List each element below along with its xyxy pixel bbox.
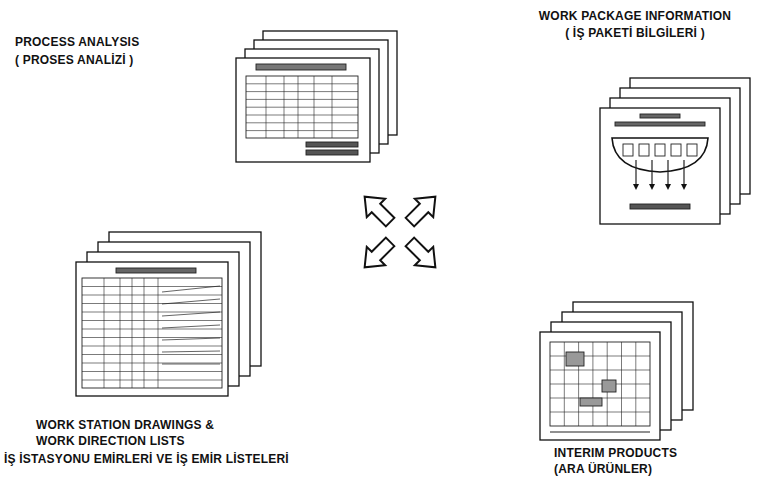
sheet-line (550, 356, 650, 357)
sheet-box (602, 380, 616, 392)
sheet-line (550, 384, 650, 385)
sheet-line (246, 99, 358, 100)
sheet-line (683, 160, 684, 188)
group-title: PROCESS ANALYSIS (15, 34, 215, 50)
sheet-box (687, 144, 697, 156)
sheet-line (332, 76, 333, 138)
direction-arrow (355, 233, 399, 277)
direction-arrow (401, 233, 445, 277)
sheet-line (162, 312, 220, 316)
sheet-line (246, 107, 358, 108)
group-subtitle: İŞ İSTASYONU EMİRLERİ VE İŞ EMİR LİSTELE… (4, 451, 339, 467)
sheet-box (116, 268, 196, 273)
sheet-line (592, 342, 593, 426)
sheet-box (639, 144, 649, 156)
group-title: WORK STATION DRAWINGS & WORK DIRECTION L… (36, 417, 251, 449)
page-sheet (600, 108, 720, 224)
sheet-line (550, 431, 650, 432)
page-sheet (76, 262, 228, 396)
process-analysis: PROCESS ANALYSIS ( PROSES ANALİZİ ) (10, 20, 410, 170)
arrow-tip (633, 184, 639, 190)
sheet-line (246, 122, 358, 123)
sheet-line (162, 364, 220, 365)
sheet-line (246, 130, 358, 131)
sheet-line (298, 76, 299, 138)
sheet-line (621, 342, 622, 426)
process-analysis-stack (236, 31, 397, 162)
page-sheet (236, 58, 370, 162)
sheet-line (635, 342, 636, 426)
sheet-line (82, 286, 222, 287)
sheet-box (640, 114, 680, 118)
interim-products-stack (540, 302, 693, 440)
sheet-line (246, 91, 358, 92)
sheet-line (162, 299, 220, 304)
sheet-line (550, 370, 650, 371)
group-subtitle: ( İŞ PAKETİ BİLGİLERİ ) (520, 25, 750, 41)
sheet-line (82, 380, 222, 381)
group-subtitle: ( PROSES ANALİZİ ) (15, 52, 215, 68)
sheet-line (104, 278, 105, 388)
sheet-line (266, 76, 267, 138)
sheet-line (635, 160, 636, 188)
sheet-box (566, 352, 584, 366)
group-title: WORK PACKAGE INFORMATION (520, 8, 750, 24)
sheet-line (158, 278, 159, 388)
sheet-line (246, 115, 358, 116)
arrow-tip (649, 184, 655, 190)
sheet-line (284, 76, 285, 138)
sheet-line (162, 286, 220, 292)
sheet-line (144, 278, 145, 388)
direction-arrow (401, 187, 445, 231)
sheet-line (82, 303, 222, 304)
sheet-line (132, 278, 133, 388)
sheet-line (82, 363, 222, 364)
sheet-line (82, 320, 222, 321)
sheet-box (550, 342, 650, 426)
sheet-line (82, 371, 222, 372)
group-title: INTERIM PRODUCTS (554, 445, 724, 461)
sheet-line (82, 329, 222, 330)
sheet-box (306, 142, 358, 147)
sheet-box (615, 122, 705, 126)
direction-arrow (355, 187, 399, 231)
sheet-box (82, 278, 222, 388)
sheet-line (162, 351, 220, 352)
sheet-line (162, 325, 220, 328)
page-sheet (540, 332, 660, 440)
sheet-box (630, 204, 690, 209)
interim-products: INTERIM PRODUCTS(ARA ÜRÜNLER) (530, 290, 730, 480)
sheet-box (256, 64, 346, 70)
arrow-tip (681, 184, 687, 190)
sheet-line (82, 295, 222, 296)
sheet-line (120, 278, 121, 388)
group-subtitle: (ARA ÜRÜNLER) (554, 461, 724, 477)
sheet-line (82, 354, 222, 355)
sheet-box (623, 144, 633, 156)
sheet-line (246, 83, 358, 84)
sheet-line (82, 312, 222, 313)
sheet-line (314, 76, 315, 138)
work-station-drawings: WORK STATION DRAWINGS & WORK DIRECTION L… (0, 225, 340, 480)
sheet-line (651, 160, 652, 188)
sheet-box (655, 144, 665, 156)
work-station-stack (76, 232, 261, 396)
sheet-box (306, 150, 358, 155)
arrow-tip (665, 184, 671, 190)
hull-shape (612, 138, 708, 172)
sheet-box (246, 76, 358, 138)
sheet-box (671, 144, 681, 156)
sheet-line (667, 160, 668, 188)
work-package-information: WORK PACKAGE INFORMATION( İŞ PAKETİ BİLG… (520, 4, 775, 232)
sheet-line (82, 337, 222, 338)
sheet-line (550, 412, 650, 413)
sheet-box (580, 398, 602, 406)
sheet-line (82, 346, 222, 347)
work-package-stack (600, 78, 750, 224)
sheet-line (162, 338, 220, 340)
sheet-line (564, 342, 565, 426)
